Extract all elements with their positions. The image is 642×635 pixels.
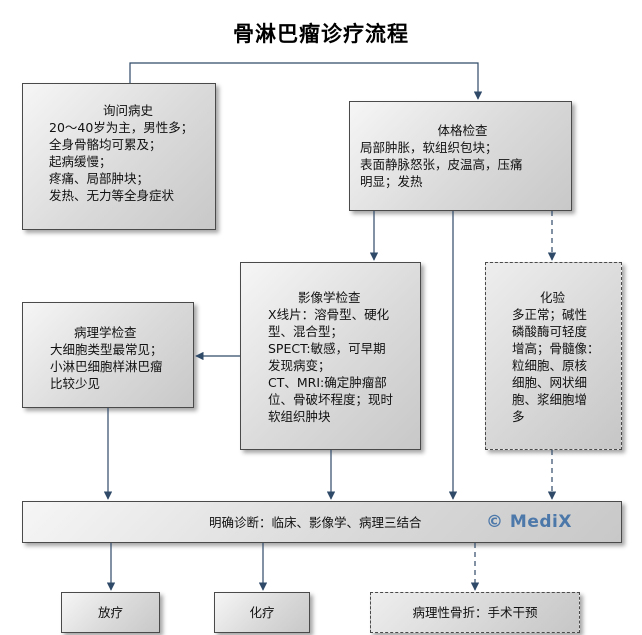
imaging-line: 软组织肿块 (268, 409, 331, 424)
lab-test-line: 增高；骨髓像： (512, 341, 600, 356)
physical-exam-box: 体格检查 局部肿胀，软组织包块； 表面静脉怒张，皮温高，压痛 明显；发热 (349, 101, 572, 211)
history-line: 发热、无力等全身症状 (49, 188, 175, 203)
medix-watermark: © MediX (486, 512, 572, 532)
lab-test-line: 胞、浆细胞增 (512, 392, 588, 407)
imaging-line: X线片：溶骨型、硬化 (268, 307, 390, 322)
pathology-line: 大细胞类型最常见； (50, 342, 163, 357)
lab-test-line: 细胞、网状细 (512, 375, 588, 390)
lab-test-line: 多正常；碱性 (512, 307, 588, 322)
fracture-surgery-box: 病理性骨折：手术干预 (370, 592, 580, 633)
imaging-line: 型、混合型； (268, 324, 344, 339)
imaging-line: 发现病变； (268, 358, 331, 373)
page-title: 骨淋巴瘤诊疗流程 (233, 21, 409, 46)
history-line: 全身骨骼均可累及； (49, 137, 162, 152)
fracture-surgery-label: 病理性骨折：手术干预 (412, 605, 538, 620)
lab-test-line: 粒细胞、原核 (512, 358, 588, 373)
imaging-box: 影像学检查 X线片：溶骨型、硬化 型、混合型； SPECT:敏感，可早期 发现病… (240, 262, 421, 450)
imaging-line: 位、骨破坏程度；现时 (268, 392, 394, 407)
history-line: 20～40岁为主，男性多； (49, 120, 194, 135)
history-box: 询问病史 20～40岁为主，男性多； 全身骨骼均可累及； 起病缓慢； 疼痛、局部… (22, 83, 216, 230)
physical-exam-title: 体格检查 (437, 123, 488, 138)
pathology-box: 病理学检查 大细胞类型最常见； 小淋巴细胞样淋巴瘤 比较少见 (22, 302, 194, 408)
imaging-title: 影像学检查 (298, 290, 361, 305)
pathology-line: 比较少见 (50, 376, 101, 391)
imaging-line: CT、MRI:确定肿瘤部 (268, 375, 387, 390)
lab-test-box: 化验 多正常；碱性 磷酸酶可轻度 增高；骨髓像： 粒细胞、原核 细胞、网状细 胞… (485, 262, 622, 450)
lab-test-line: 多 (512, 409, 525, 424)
radiotherapy-box: 放疗 (61, 592, 160, 633)
history-line: 疼痛、局部肿块； (49, 171, 150, 186)
diagnosis-label: 明确诊断：临床、影像学、病理三结合 (209, 514, 422, 530)
history-line: 起病缓慢； (49, 154, 112, 169)
physical-exam-line: 明显；发热 (360, 174, 423, 189)
chemotherapy-label: 化疗 (249, 605, 275, 620)
diagnosis-box: 明确诊断：临床、影像学、病理三结合 (22, 501, 622, 543)
physical-exam-line: 局部肿胀，软组织包块； (360, 140, 498, 155)
lab-test-title: 化验 (540, 290, 566, 305)
physical-exam-line: 表面静脉怒张，皮温高，压痛 (360, 157, 523, 172)
chemotherapy-box: 化疗 (214, 592, 310, 633)
lab-test-line: 磷酸酶可轻度 (512, 324, 588, 339)
arrow-history-to-physical (129, 62, 483, 100)
pathology-title: 病理学检查 (74, 325, 137, 340)
history-title: 询问病史 (102, 103, 153, 118)
imaging-line: SPECT:敏感，可早期 (268, 341, 386, 356)
radiotherapy-label: 放疗 (97, 605, 123, 620)
pathology-line: 小淋巴细胞样淋巴瘤 (50, 359, 163, 374)
